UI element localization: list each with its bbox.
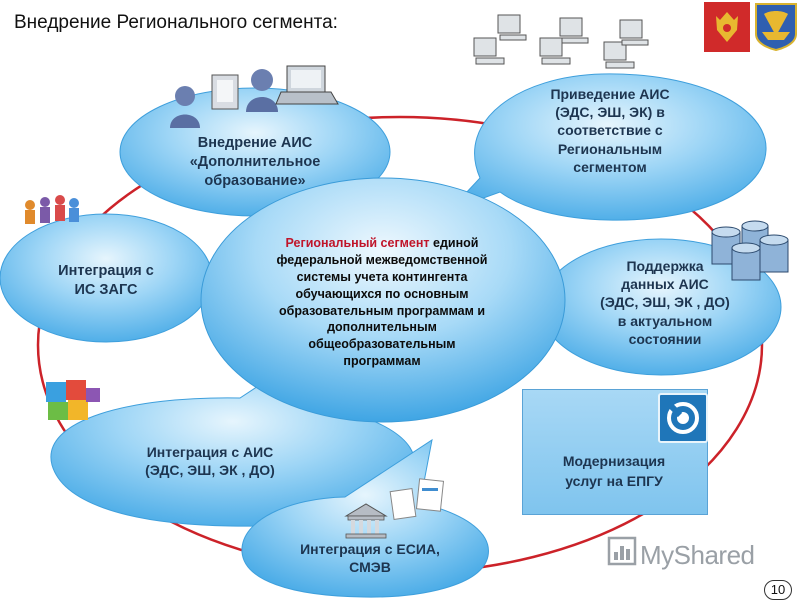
puzzle-icon [46,380,100,420]
bubble-integr-ais-text: Интеграция с АИС (ЭДС, ЭШ, ЭК , ДО) [145,444,275,479]
epgu-logo-icon [658,393,708,443]
center-bubble [200,177,566,423]
center-line: общеобразовательным [308,337,456,352]
people-figures-icon [25,195,79,224]
center-line: образовательным программам и [278,303,486,318]
center-line: единой [433,236,479,250]
center-line: обучающихся по основным [295,286,469,301]
center-line: дополнительным [327,320,437,335]
russia-emblem-icon [704,2,750,57]
center-line: федеральной межведомственной [276,252,488,267]
center-line: системы учета контингента [296,269,468,284]
center-highlight: Региональный сегмент [285,236,430,250]
center-line: программам [343,354,421,369]
bubble-privedenie-text: Приведение АИС (ЭДС, ЭШ, ЭК) в соответст… [550,86,670,175]
epgu-box-text: Модернизация услуг на ЕПГУ [562,453,666,489]
watermark-chart-icon [607,536,637,571]
bubble-dop-obr-text: Внедрение АИС «Дополнительное образовани… [189,135,321,189]
watermark-text: MyShared [640,540,755,570]
page-title: Внедрение Регионального сегмента: [14,12,338,33]
center-text: Региональный сегмент единой федеральной … [232,235,532,370]
network-computers-icon [473,14,649,69]
bank-documents-icon [344,478,445,539]
bubble-esia-text: Интеграция с ЕСИА, СМЭВ [300,541,440,576]
page-number: 10 [764,580,792,600]
bubble-zags-text: Интеграция с ИС ЗАГС [58,263,154,298]
database-icon [711,220,789,281]
bubble-privedenie [449,73,767,221]
bubble-podderzhka-text: Поддержка данных АИС (ЭДС, ЭШ, ЭК , ДО) … [600,258,730,347]
people-computer-icon [170,65,339,128]
region-emblem-icon [754,2,798,57]
